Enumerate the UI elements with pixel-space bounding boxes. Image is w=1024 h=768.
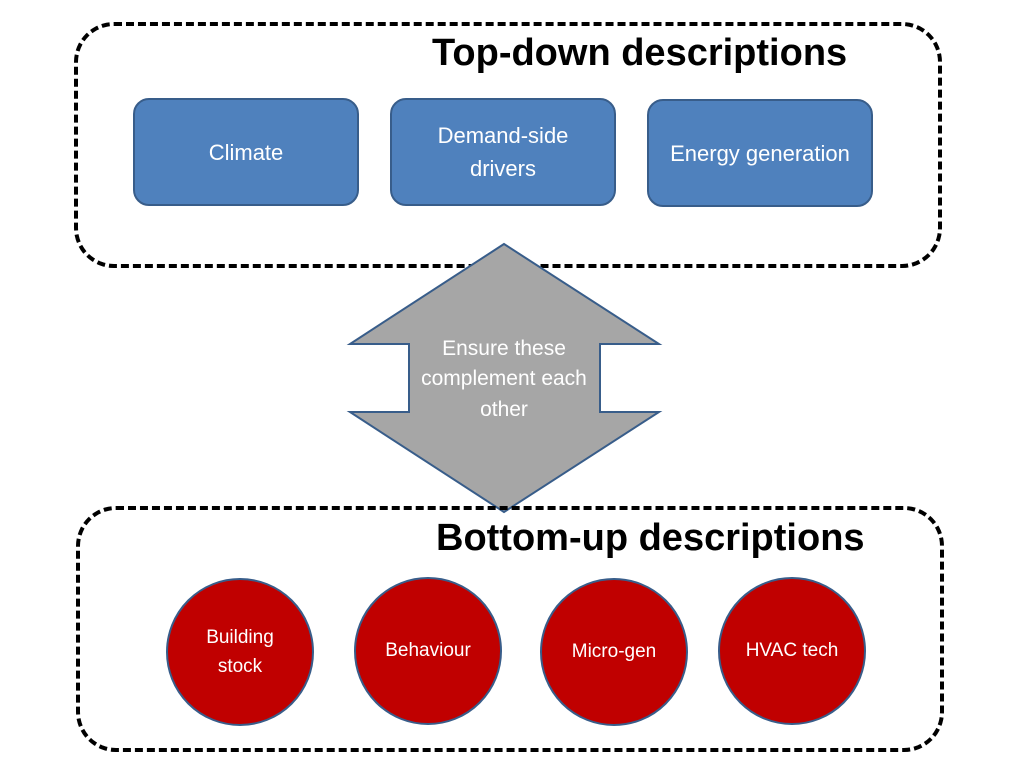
energy-generation-box-label: Energy generation xyxy=(670,140,850,166)
connector-label: Ensure these complement each other xyxy=(421,337,587,421)
bottom-up-title: Bottom-up descriptions xyxy=(432,519,869,557)
micro-gen-circle-label: Micro-gen xyxy=(571,641,657,663)
bottom-up-group-frame xyxy=(76,506,944,752)
building-stock-circle-label: Building stock xyxy=(206,626,274,677)
demand-side-drivers-box: Demand-side drivers xyxy=(390,98,616,206)
energy-generation-box: Energy generation xyxy=(647,99,873,207)
double-arrow-shape xyxy=(346,242,663,514)
behaviour-circle: Behaviour xyxy=(354,577,502,725)
hvac-tech-circle: HVAC tech xyxy=(718,577,866,725)
behaviour-circle-label: Behaviour xyxy=(385,640,471,662)
climate-box: Climate xyxy=(133,98,359,206)
micro-gen-circle: Micro-gen xyxy=(540,578,688,726)
demand-side-drivers-box-label: Demand-side drivers xyxy=(437,123,569,181)
top-down-title: Top-down descriptions xyxy=(428,34,852,72)
climate-box-label: Climate xyxy=(208,139,284,165)
hvac-tech-circle-label: HVAC tech xyxy=(745,640,839,662)
building-stock-circle: Building stock xyxy=(166,578,314,726)
